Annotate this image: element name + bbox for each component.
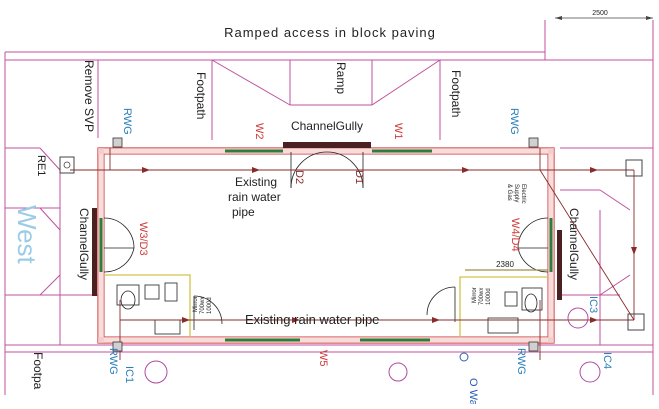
- channel-gully-left-label: ChannelGully: [77, 208, 91, 280]
- chamber-re1: [59, 156, 75, 174]
- channel-gully-top-label: ChannelGully: [291, 119, 363, 133]
- existing-pipe-top-l1: Existing: [235, 175, 277, 189]
- remove-svp-label: Remove SVP: [82, 60, 96, 132]
- rwg-bottom-right-label: RWG: [515, 348, 527, 375]
- footpath-right-label: Footpath: [449, 70, 463, 117]
- existing-pipe-bottom: Existing rain water pipe: [245, 312, 379, 327]
- door-d2-label: D2: [293, 170, 305, 184]
- mirror-right-l2: 700wx: [479, 288, 485, 305]
- wc-partial-label: O Wa: [467, 378, 479, 404]
- mirror-right-l1: Mirror: [472, 287, 478, 303]
- electric-l2: Supply: [513, 184, 519, 202]
- chamber-top-right: [625, 159, 643, 177]
- door-d4: [517, 217, 549, 273]
- mirror-left-l1: Mirror: [193, 296, 199, 312]
- re1-label: RE1: [35, 155, 47, 176]
- bathroom-doors: [193, 286, 456, 330]
- inspection-chambers: [59, 156, 645, 331]
- mirror-right-l3: 1000d: [486, 288, 492, 305]
- w3-d3-label: W3/D3: [137, 222, 149, 256]
- electric-l3: & Gas: [506, 184, 512, 201]
- existing-pipe-top-l3: pipe: [232, 205, 255, 219]
- door-d1-label: D1: [353, 170, 365, 184]
- ic1-label: IC1: [123, 366, 135, 383]
- west-label: West: [12, 205, 42, 265]
- windows: [99, 149, 553, 342]
- top-title: Ramped access in block paving: [224, 25, 436, 40]
- channel-gully-right-label: ChannelGully: [567, 208, 581, 280]
- chamber-bottom-right: [627, 313, 645, 331]
- dimension-2500: 2500: [555, 10, 653, 20]
- w4-d4-label: W4/D4: [509, 218, 521, 252]
- existing-pipe-top-l2: rain water: [228, 190, 281, 204]
- rwg-bottom-left-label: RWG: [107, 348, 119, 375]
- drainage-lines: [70, 148, 635, 360]
- ic3-label: IC3: [587, 296, 599, 313]
- footpath-bottom-label: Footpa: [31, 352, 45, 390]
- ramp-label: Ramp: [334, 62, 348, 94]
- site-boundary: [4, 20, 654, 395]
- rwg-top-right-label: RWG: [508, 108, 520, 135]
- channel-gully-left: [92, 208, 97, 296]
- dimension-2500-label: 2500: [592, 10, 608, 17]
- window-w1-label: W1: [392, 123, 404, 140]
- right-wc-fittings: [487, 287, 543, 334]
- channel-gully-right: [557, 230, 562, 300]
- electric-l1: Electric: [520, 184, 526, 204]
- channel-gully-top: [283, 142, 371, 148]
- ic4-label: IC4: [601, 352, 613, 369]
- left-wc-fittings: [116, 282, 181, 335]
- flow-arrows: [142, 167, 637, 323]
- footpath-left-label: Footpath: [194, 72, 208, 119]
- rwg-top-left-label: RWG: [121, 108, 133, 135]
- mirror-left-l3: 1000d: [207, 297, 213, 314]
- drain-circles: [144, 307, 601, 384]
- door-d3: [103, 217, 135, 273]
- window-w5-label: W5: [317, 350, 329, 367]
- dimension-2380: 2380: [465, 260, 548, 271]
- mirror-left-l2: 700wx: [200, 297, 206, 314]
- rwg-markers: [112, 137, 539, 352]
- dimension-2380-label: 2380: [496, 260, 514, 269]
- window-w2-label: W2: [253, 123, 265, 140]
